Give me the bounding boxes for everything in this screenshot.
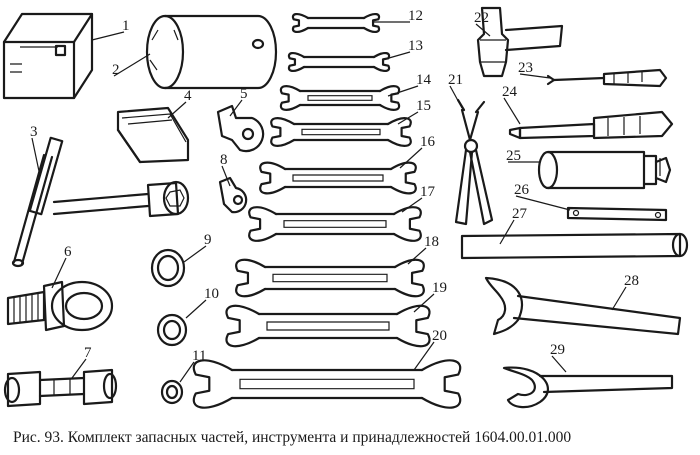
- callout-number-16: 16: [420, 134, 436, 150]
- item-10-ring: [156, 313, 188, 347]
- item-1-toolbox: [2, 12, 94, 100]
- callout-number-12: 12: [408, 8, 423, 24]
- callout-leader-18: [407, 247, 427, 265]
- callout-leader-3: [31, 137, 41, 177]
- callout-leader-9: [183, 245, 207, 263]
- callout-number-10: 10: [204, 286, 219, 302]
- callout-number-28: 28: [624, 273, 639, 289]
- callout-leader-16: [399, 147, 423, 169]
- callout-number-1: 1: [122, 18, 130, 34]
- callout-leader-4: [167, 101, 187, 119]
- wrench-16: [259, 161, 417, 195]
- callout-leader-23: [519, 73, 551, 79]
- callout-number-27: 27: [512, 206, 528, 222]
- callout-number-9: 9: [204, 232, 212, 248]
- item-28-hook-spanner: [484, 276, 682, 336]
- callout-leader-19: [413, 293, 435, 313]
- callout-number-17: 17: [420, 184, 436, 200]
- item-7-tab-washer: [216, 104, 265, 153]
- callout-leader-5: [229, 99, 243, 117]
- item-11-ring: [160, 379, 184, 405]
- callout-leader-22: [475, 23, 491, 37]
- callout-number-4: 4: [184, 88, 192, 104]
- item-2-sleeve: [145, 14, 278, 90]
- callout-leader-15: [397, 111, 419, 125]
- callout-leader-11: [179, 361, 195, 383]
- callout-number-21: 21: [448, 72, 463, 88]
- callout-leader-17: [401, 197, 423, 213]
- wrench-14: [279, 85, 401, 111]
- open-end-wrenches: [192, 13, 462, 409]
- wrench-15: [270, 117, 412, 147]
- wrench-12: [291, 13, 381, 33]
- item-24-screwdriver: [508, 110, 674, 140]
- callout-number-19: 19: [432, 280, 447, 296]
- callout-leader-28: [611, 286, 627, 311]
- item-5-eye-bolt: [6, 280, 114, 332]
- callout-leader-2: [113, 53, 151, 77]
- figure-caption: Рис. 93. Комплект запасных частей, инстр…: [13, 429, 572, 446]
- wrench-18: [235, 258, 425, 298]
- callout-number-23: 23: [518, 60, 533, 76]
- item-26-strip: [566, 206, 668, 222]
- item-6-socket-tube: [3, 368, 118, 408]
- callout-leader-7: [71, 358, 87, 379]
- callout-leader-6: [51, 257, 67, 289]
- wrench-20: [192, 359, 462, 409]
- callout-number-25: 25: [506, 148, 521, 164]
- callout-leader-14: [387, 85, 419, 97]
- item-22-hammer: [476, 6, 564, 78]
- wrench-17: [248, 206, 422, 242]
- callout-leader-26: [515, 195, 571, 211]
- item-25-grease-gun: [537, 150, 672, 190]
- callout-leader-24: [503, 97, 521, 125]
- item-9-ring: [150, 248, 186, 288]
- callout-number-13: 13: [408, 38, 423, 54]
- item-4-pouch: [116, 106, 190, 164]
- callout-number-5: 5: [240, 86, 248, 102]
- callout-number-20: 20: [432, 328, 447, 344]
- item-21-pliers: [454, 98, 494, 226]
- wrench-19: [225, 304, 431, 348]
- callout-number-2: 2: [112, 62, 120, 78]
- callout-number-22: 22: [474, 10, 489, 26]
- callout-leader-8: [221, 165, 231, 187]
- callout-number-15: 15: [416, 98, 431, 114]
- item-8-small-washer: [218, 176, 248, 214]
- callout-leader-29: [551, 355, 567, 373]
- callout-leader-21: [449, 85, 463, 109]
- callout-leader-27: [499, 219, 515, 245]
- callout-number-3: 3: [30, 124, 38, 140]
- item-29-hook-spanner: [502, 366, 674, 409]
- callout-leader-10: [185, 299, 207, 319]
- callout-leader-20: [413, 341, 435, 371]
- item-23-screwdriver: [546, 68, 668, 88]
- callout-leader-1: [91, 31, 125, 41]
- callout-number-6: 6: [64, 244, 72, 260]
- callout-number-8: 8: [220, 152, 228, 168]
- callout-number-7: 7: [84, 345, 92, 361]
- item-3-t-wrench: [11, 136, 190, 268]
- callout-number-24: 24: [502, 84, 518, 100]
- wrench-13: [287, 52, 391, 72]
- item-27-rod: [460, 232, 689, 260]
- callout-leader-13: [381, 51, 411, 61]
- callout-number-18: 18: [424, 234, 439, 250]
- callout-number-26: 26: [514, 182, 530, 198]
- callout-number-11: 11: [192, 348, 206, 364]
- callout-number-14: 14: [416, 72, 432, 88]
- callout-number-29: 29: [550, 342, 565, 358]
